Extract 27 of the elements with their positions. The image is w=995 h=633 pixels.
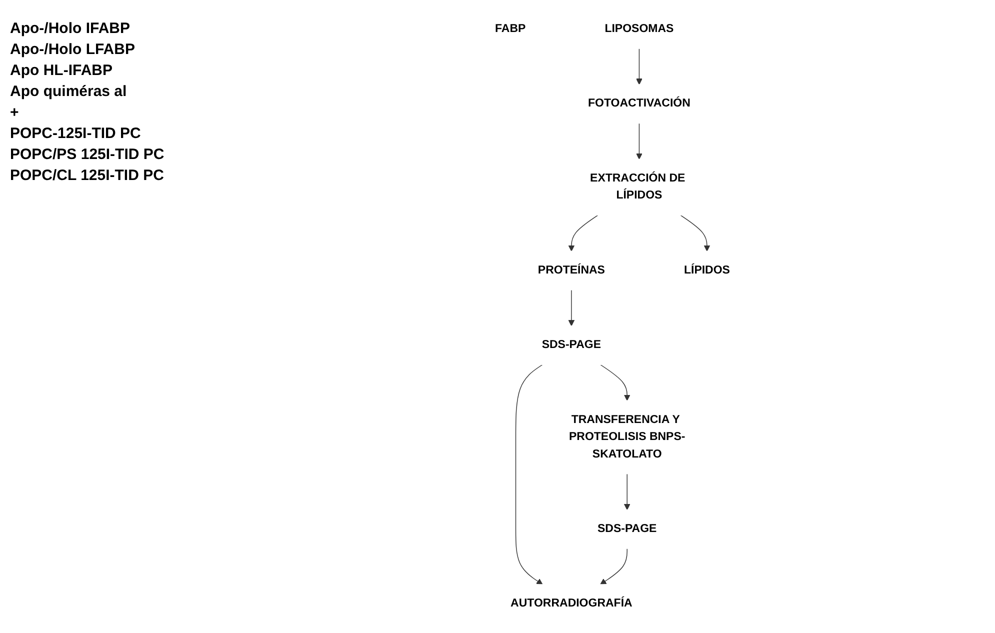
node-text: SDS-PAGE	[542, 338, 602, 351]
note-text: Apo-/Holo IFABP	[10, 20, 131, 37]
arrow	[680, 214, 710, 252]
note-text: Apo HL-IFABP	[10, 62, 114, 79]
arrow	[600, 548, 628, 585]
node-text: FABP	[495, 22, 526, 35]
node-text: AUTORRADIOGRAFÍA	[510, 597, 632, 610]
note-text: POPC/CL 125I-TID PC	[10, 167, 165, 184]
node-text: SDS-PAGE	[598, 522, 657, 535]
note-text: POPC/PS 125I-TID PC	[10, 146, 166, 163]
note-text: Apo-/Holo LFABP	[10, 41, 136, 58]
arrow	[568, 290, 575, 326]
node-text: LIPOSOMAS	[604, 22, 674, 35]
arrow	[568, 214, 598, 252]
note-text: +	[10, 104, 20, 121]
arrow	[515, 364, 543, 585]
node-text: TRANSFERENCIA Y PROTEOLISIS BNPS-SKATOLATO	[568, 413, 686, 460]
node-text: PROTEÍNAS	[538, 264, 605, 276]
node-text: FOTOACTIVACIÓN	[588, 97, 690, 110]
arrow	[636, 48, 642, 85]
note-text: POPC-125I-TID PC	[10, 125, 142, 142]
node-text: EXTRACCIÓN DE LÍPIDOS	[590, 172, 686, 202]
arrow	[636, 122, 642, 160]
arrow	[624, 473, 630, 510]
node-text: LÍPIDOS	[684, 264, 730, 276]
arrow	[600, 364, 630, 401]
note-text: Apo quiméras al	[10, 83, 128, 100]
